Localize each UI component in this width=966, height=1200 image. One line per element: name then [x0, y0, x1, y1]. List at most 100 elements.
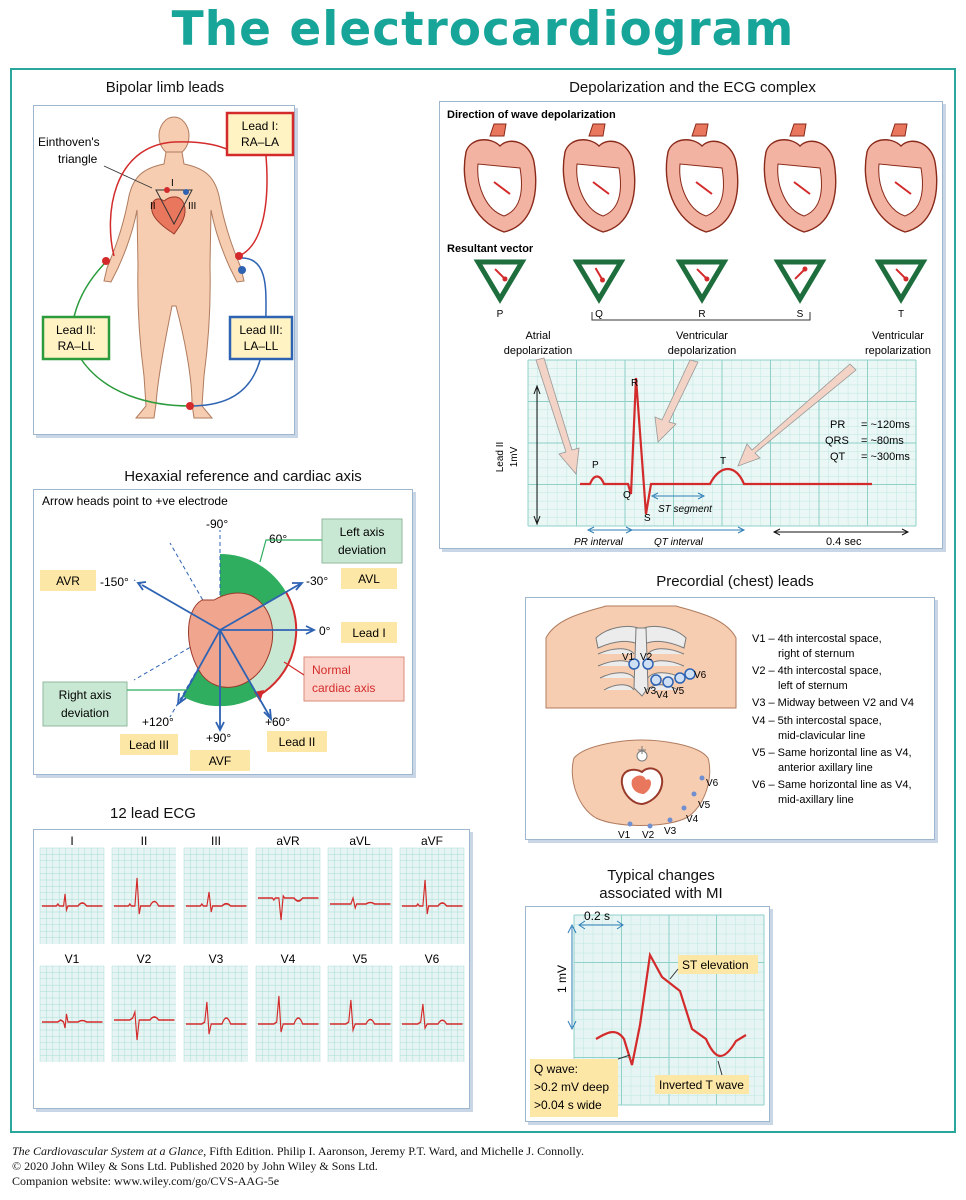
svg-text:RA–LL: RA–LL	[58, 339, 95, 353]
lead-label-I: I	[70, 834, 73, 848]
precordial-desc-0-b: right of sternum	[778, 648, 854, 660]
pr-interval-label: PR interval	[574, 537, 624, 548]
chest-label-V2: V2	[640, 652, 653, 663]
lead-strip-V3: V3	[183, 952, 248, 1062]
svg-text:Lead II:: Lead II:	[56, 323, 96, 337]
vector-T: T	[874, 259, 928, 320]
deg-m30: -30°	[306, 574, 328, 588]
svg-text:deviation: deviation	[61, 706, 109, 720]
bipolar-diagram: I II III Einthoven's triangle Lead I: RA…	[38, 111, 295, 419]
qt-key: QT	[830, 451, 846, 463]
deg-m60: -60°	[265, 532, 287, 546]
lead-label-II: II	[141, 834, 148, 848]
lead-trace-V3	[186, 1001, 247, 1035]
svg-text:cardiac axis: cardiac axis	[312, 681, 375, 695]
precordial-desc-4: V5 – Same horizontal line as V4,	[752, 747, 912, 759]
vector-label-S: S	[797, 309, 804, 320]
lead3-box: Lead III: LA–LL	[228, 315, 294, 361]
section-label-V4: V4	[686, 814, 699, 825]
svg-text:Q wave:: Q wave:	[534, 1062, 578, 1076]
atrial-label-2: depolarization	[504, 345, 573, 357]
normal-axis-box: Normal cardiac axis	[283, 656, 405, 702]
lead-label-aVL: aVL	[349, 834, 371, 848]
svg-text:ST elevation: ST elevation	[682, 958, 749, 972]
wave-R: R	[631, 378, 638, 389]
lead-strip-aVL: aVL	[327, 834, 393, 944]
label-avr: AVR	[56, 574, 80, 588]
lead-label-V1: V1	[65, 952, 80, 966]
triangle-label-II: II	[150, 201, 156, 212]
deg-m150: -150°	[100, 575, 129, 589]
section-label-V3: V3	[664, 826, 677, 837]
section-electrode-V1	[627, 821, 633, 827]
precordial-desc-2: V3 – Midway between V2 and V4	[752, 697, 914, 709]
label-lead1: Lead I	[352, 626, 385, 640]
precordial-desc-4-b: anterior axillary line	[778, 762, 873, 774]
qrs-key: QRS	[825, 435, 849, 447]
st-segment-label: ST segment	[658, 504, 713, 515]
vector-S: S	[773, 259, 827, 320]
chest-electrode-V4	[662, 676, 674, 688]
svg-text:LA–LL: LA–LL	[244, 339, 279, 353]
section-label-V5: V5	[698, 800, 711, 811]
lead-trace-aVL	[330, 895, 391, 911]
qt-value: = ~300ms	[861, 451, 910, 463]
svg-text:Lead III:: Lead III:	[239, 323, 282, 337]
lead-trace-aVR	[258, 894, 319, 921]
lead-label-V6: V6	[425, 952, 440, 966]
vent-repol-label-1: Ventricular	[872, 330, 924, 342]
section-title-mi-1: Typical changes	[607, 867, 715, 884]
caption-line-1: , Fifth Edition. Philip I. Aaronson, Jer…	[203, 1144, 584, 1158]
inverted-t-box: Inverted T wave	[655, 1060, 749, 1094]
electrode-la	[235, 252, 243, 260]
svg-text:deviation: deviation	[338, 543, 386, 557]
svg-text:Right axis: Right axis	[59, 688, 112, 702]
vector-R: R	[675, 259, 729, 320]
depol-diagram: Direction of wave depolarization Resulta…	[447, 109, 938, 548]
section-label-V1: V1	[618, 830, 631, 841]
electrode-ll	[186, 402, 194, 410]
chest-electrode-V3	[650, 674, 662, 686]
qt-interval-label: QT interval	[654, 537, 704, 548]
depol-heart-2	[665, 123, 739, 233]
label-lead3: Lead III	[129, 738, 169, 752]
pr-value: = ~120ms	[861, 419, 910, 431]
lead-strip-V4: V4	[255, 952, 321, 1062]
mi-diagram: 0.2 s 1 mV ST elevation Inverted T wave …	[530, 909, 765, 1117]
svg-text:Lead I:: Lead I:	[242, 119, 279, 133]
lead-trace-III	[186, 891, 247, 913]
depol-heart-4	[864, 123, 938, 233]
st-elevation-box: ST elevation	[669, 955, 758, 980]
lead-strip-III: III	[183, 834, 248, 944]
depol-heart-1	[562, 123, 636, 233]
pointer-arrows	[535, 357, 857, 475]
hexaxial-diagram: Arrow heads point to +ve electrode -90° …	[40, 494, 405, 771]
section-label-V6: V6	[706, 778, 719, 789]
panel-depol: Direction of wave depolarization Resulta…	[439, 101, 943, 549]
caption: The Cardiovascular System at a Glance, F…	[12, 1144, 584, 1189]
section-title-precordial: Precordial (chest) leads	[656, 573, 814, 590]
section-electrode-V3	[667, 817, 673, 823]
atrial-label-1: Atrial	[525, 330, 550, 342]
right-axis-box: Right axis deviation	[42, 681, 196, 727]
chest-label-V6: V6	[694, 670, 707, 681]
chest-electrode-V1	[628, 658, 640, 670]
chest-electrode-V5	[674, 672, 686, 684]
wave-T: T	[720, 456, 726, 467]
lead-ii-axis-label: Lead II	[495, 442, 506, 473]
electrode-la-blue	[238, 266, 246, 274]
einthoven-label-1: Einthoven's	[38, 135, 100, 149]
hearts-row	[463, 123, 938, 233]
wave-Q: Q	[623, 490, 631, 501]
ecg-trace	[580, 377, 872, 515]
vector-P: P	[473, 259, 527, 320]
panel-mi: 0.2 s 1 mV ST elevation Inverted T wave …	[525, 906, 770, 1122]
lead-label-V2: V2	[137, 952, 152, 966]
qrs-bracket	[591, 312, 811, 321]
section-electrode-V4	[681, 805, 687, 811]
lead-strip-I: I	[39, 834, 105, 944]
precordial-desc-1: V2 – 4th intercostal space,	[752, 665, 882, 677]
vent-depol-label-2: depolarization	[668, 345, 737, 357]
